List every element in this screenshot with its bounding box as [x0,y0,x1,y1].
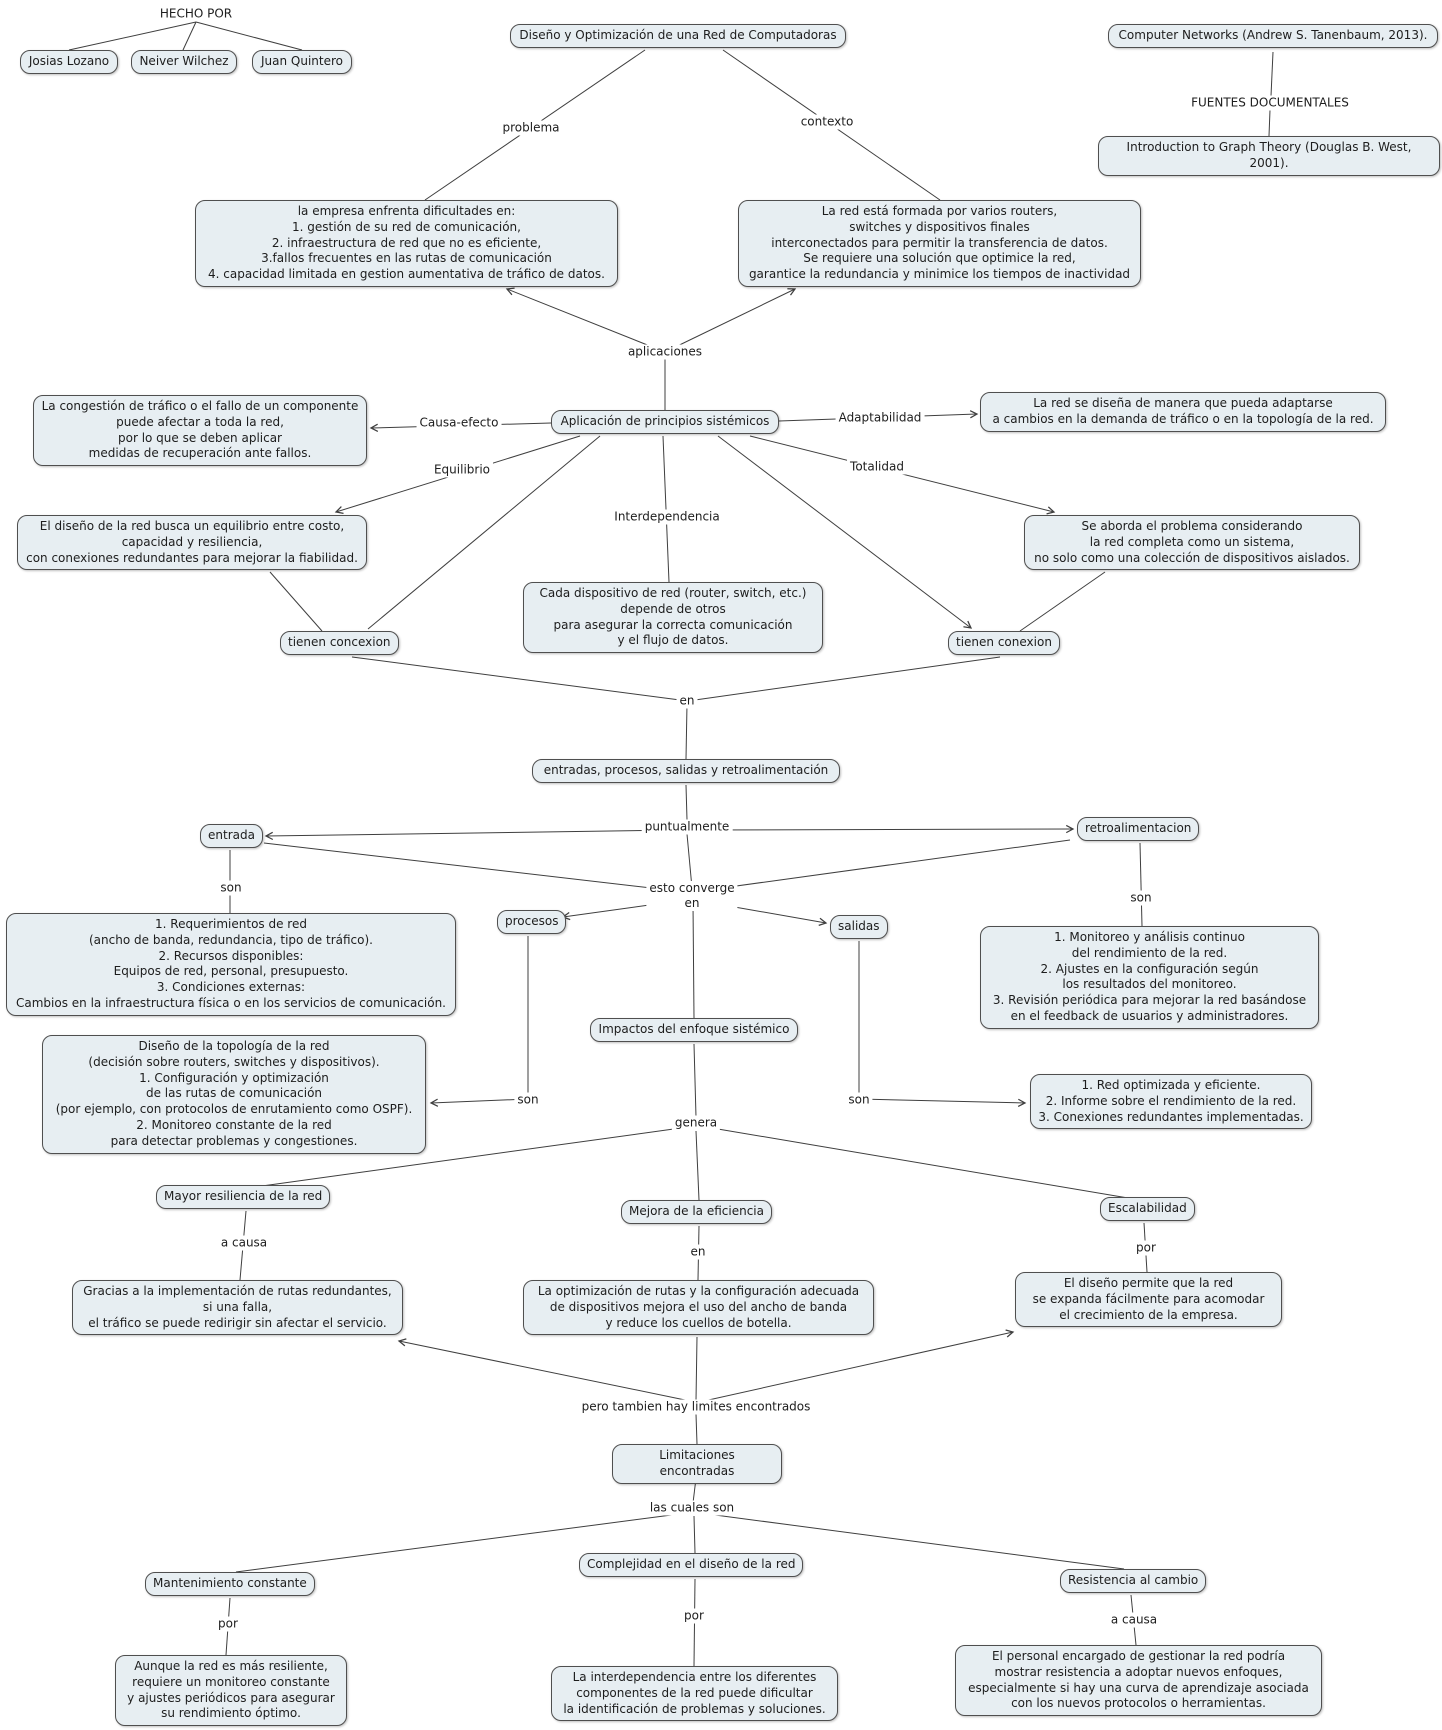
title-node[interactable]: Diseño y Optimización de una Red de Comp… [510,24,846,48]
genera-label: genera [671,1115,721,1131]
adaptabilidad-label: Adaptabilidad [835,410,925,426]
retroalimentacion-detalle-node[interactable]: 1. Monitoreo y análisis continuo del ren… [980,926,1319,1029]
limites-label: pero tambien hay limites encontrados [578,1399,814,1415]
fuentes-documentales-label: FUENTES DOCUMENTALES [1188,95,1352,111]
en-label-2: en [687,1244,709,1260]
mantenimiento-node[interactable]: Mantenimiento constante [145,1572,315,1596]
totalidad-label: Totalidad [847,459,907,475]
source-west-node[interactable]: Introduction to Graph Theory (Douglas B.… [1098,136,1440,176]
complejidad-detalle-node[interactable]: La interdependencia entre los diferentes… [551,1666,838,1722]
a-causa-label-1: a causa [217,1235,271,1251]
retroalimentacion-node[interactable]: retroalimentacion [1077,817,1200,841]
son-retro-label: son [1127,890,1155,906]
entrada-node[interactable]: entrada [200,824,263,848]
impactos-node[interactable]: Impactos del enfoque sistémico [590,1018,798,1042]
resiliencia-detalle-node[interactable]: Gracias a la implementación de rutas red… [72,1280,403,1336]
a-causa-label-2: a causa [1107,1612,1161,1628]
limitaciones-node[interactable]: Limitaciones encontradas [612,1444,782,1484]
interdependencia-label: Interdependencia [611,509,723,525]
salidas-node[interactable]: salidas [830,915,888,939]
por-label-3: por [681,1608,707,1624]
por-label-2: por [215,1616,241,1632]
en-label-1: en [676,693,698,709]
hecho-por-label: HECHO POR [156,6,236,22]
author-node-juan[interactable]: Juan Quintero [252,50,352,74]
complejidad-node[interactable]: Complejidad en el diseño de la red [579,1553,804,1577]
resiliencia-node[interactable]: Mayor resiliencia de la red [156,1185,331,1209]
problema-node[interactable]: la empresa enfrenta dificultades en: 1. … [195,200,618,288]
tienen-concexion-node[interactable]: tienen concexion [280,631,399,655]
entrada-detalle-node[interactable]: 1. Requerimientos de red (ancho de banda… [6,913,456,1016]
causa-efecto-node[interactable]: La congestión de tráfico o el fallo de u… [33,395,367,467]
por-label-1: por [1133,1240,1159,1256]
son-procesos-label: son [514,1092,542,1108]
escalabilidad-detalle-node[interactable]: El diseño permite que la red se expanda … [1015,1272,1282,1328]
problema-label: problema [499,120,563,136]
contexto-label: contexto [797,114,857,130]
totalidad-node[interactable]: Se aborda el problema considerando la re… [1024,515,1360,571]
equilibrio-label: Equilibrio [430,462,494,478]
esto-converge-label: esto converge en [646,881,738,911]
source-tanenbaum-node[interactable]: Computer Networks (Andrew S. Tanenbaum, … [1108,24,1438,48]
author-node-neiver[interactable]: Neiver Wilchez [131,50,237,74]
salidas-detalle-node[interactable]: 1. Red optimizada y eficiente. 2. Inform… [1030,1074,1312,1130]
son-salidas-label: son [845,1092,873,1108]
resistencia-node[interactable]: Resistencia al cambio [1060,1569,1207,1593]
eficiencia-node[interactable]: Mejora de la eficiencia [621,1200,772,1224]
procesos-node[interactable]: procesos [497,910,567,934]
tienen-conexion-node[interactable]: tienen conexion [948,631,1060,655]
adaptabilidad-node[interactable]: La red se diseña de manera que pueda ada… [980,392,1386,432]
author-node-josias[interactable]: Josias Lozano [20,50,118,74]
contexto-node[interactable]: La red está formada por varios routers, … [738,200,1141,288]
puntualmente-label: puntualmente [641,819,733,835]
equilibrio-node[interactable]: El diseño de la red busca un equilibrio … [17,515,367,571]
entradas-procesos-pill[interactable]: entradas, procesos, salidas y retroalime… [532,759,840,783]
causa-efecto-label: Causa-efecto [416,415,502,431]
resistencia-detalle-node[interactable]: El personal encargado de gestionar la re… [955,1645,1322,1717]
interdependencia-node[interactable]: Cada dispositivo de red (router, switch,… [523,582,823,654]
aplicaciones-label: aplicaciones [624,344,706,360]
escalabilidad-node[interactable]: Escalabilidad [1100,1197,1195,1221]
mantenimiento-detalle-node[interactable]: Aunque la red es más resiliente, requier… [115,1655,347,1727]
principios-node[interactable]: Aplicación de principios sistémicos [551,410,779,434]
eficiencia-detalle-node[interactable]: La optimización de rutas y la configurac… [523,1280,874,1336]
procesos-detalle-node[interactable]: Diseño de la topología de la red (decisi… [42,1035,426,1154]
las-cuales-son-label: las cuales son [646,1500,738,1516]
son-entrada-label: son [217,880,245,896]
